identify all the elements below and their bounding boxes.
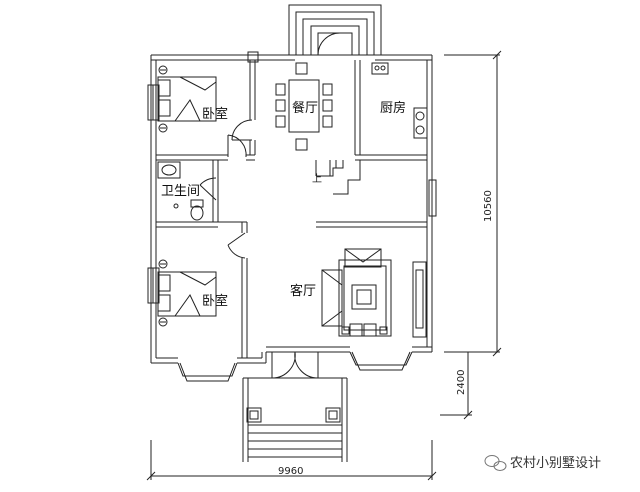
living-furniture <box>321 248 427 338</box>
bed-top <box>157 65 217 133</box>
windows <box>147 51 437 304</box>
room-label-bathroom: 卫生间 <box>161 184 200 199</box>
dimension-lines <box>146 50 502 481</box>
interior-stair <box>315 160 361 195</box>
kitchen-fixtures <box>371 62 428 139</box>
top-stair-bump <box>288 4 382 56</box>
room-label-bedroom-bottom: 卧室 <box>202 293 228 309</box>
dimension-height-total: 10560 <box>483 190 494 222</box>
bathroom-fixtures <box>157 161 204 221</box>
doors <box>199 119 319 379</box>
interior-walls <box>156 60 427 358</box>
stair-up-mark: 上 <box>312 173 322 185</box>
room-label-kitchen: 厨房 <box>380 100 406 116</box>
bed-bottom <box>157 259 217 327</box>
watermark-text: 农村小别墅设计 <box>510 456 601 471</box>
wechat-icon <box>484 455 507 471</box>
dimension-width-total: 9960 <box>278 466 303 477</box>
room-label-bedroom-top: 卧室 <box>202 106 228 122</box>
room-label-living: 客厅 <box>290 283 316 299</box>
front-porch <box>242 377 348 462</box>
dining-set <box>275 62 333 151</box>
watermark: 农村小别墅设计 <box>484 455 601 471</box>
room-label-dining: 餐厅 <box>292 100 318 116</box>
dimension-porch-depth: 2400 <box>456 370 467 395</box>
bay-windows <box>177 351 413 382</box>
